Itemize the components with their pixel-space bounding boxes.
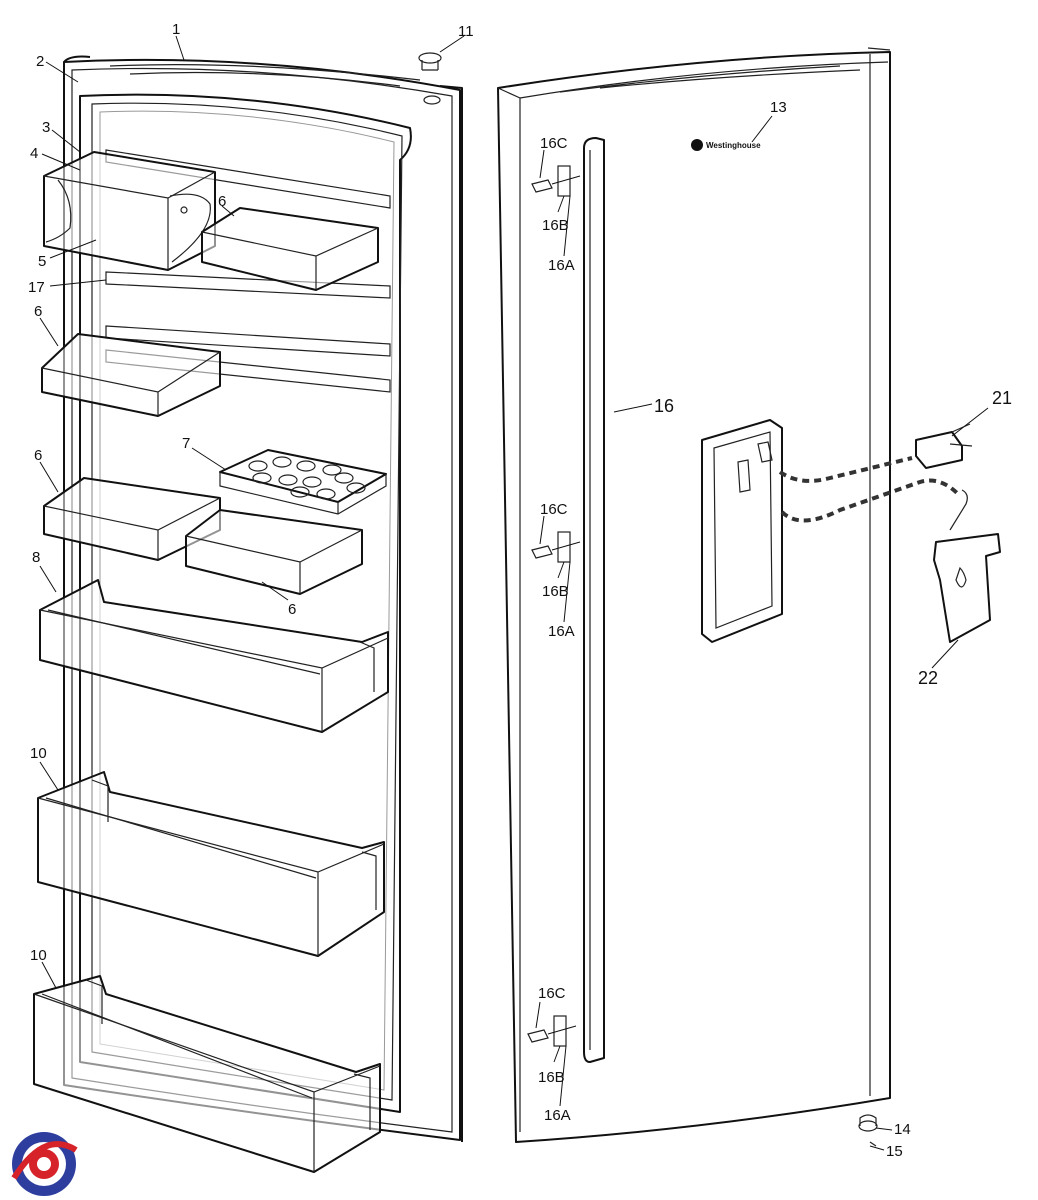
callout-6-left: 6: [34, 303, 42, 320]
egg-tray: [219, 449, 387, 515]
callout-16c-lower: 16C: [538, 985, 566, 1002]
callout-16b-lower: 16B: [538, 1069, 565, 1086]
leader-lines: [39, 35, 989, 1151]
callout-10-upper: 10: [30, 745, 47, 762]
callout-16c-middle: 16C: [540, 501, 568, 518]
callout-labels: 1 2 3 4 5 6 17 6 7 6 6 8 10 10 11 13 16C…: [28, 21, 1012, 1160]
callout-16b-upper: 16B: [542, 217, 569, 234]
callout-14: 14: [894, 1121, 911, 1138]
callout-6-middle-left: 6: [34, 447, 42, 464]
callout-16a-middle: 16A: [548, 623, 575, 640]
callout-16a-upper: 16A: [548, 257, 575, 274]
callout-1: 1: [172, 21, 180, 38]
brand-name: Westinghouse: [706, 141, 761, 150]
shelf-6-top-right: [201, 207, 379, 291]
callout-13: 13: [770, 99, 787, 116]
callout-6-middle-right: 6: [288, 601, 296, 618]
callout-8: 8: [32, 549, 40, 566]
callout-21: 21: [992, 388, 1012, 408]
callout-11: 11: [458, 23, 474, 40]
callout-22: 22: [918, 668, 938, 688]
shelf-6-left: [41, 333, 221, 417]
shelf-6-middle-left: [43, 477, 221, 561]
site-logo: [11, 1132, 78, 1196]
dispenser-switch-21: [915, 423, 973, 469]
callout-6-top: 6: [218, 193, 226, 210]
bottom-hinge-14: [858, 1114, 878, 1147]
handle-mount-middle: [531, 531, 581, 563]
callout-4: 4: [30, 145, 38, 162]
door-handle-16: [583, 137, 605, 1063]
callout-16c-upper: 16C: [540, 135, 568, 152]
callout-16: 16: [654, 396, 674, 416]
handle-mount-lower: [527, 1015, 577, 1047]
door-bin-10-lower: [33, 975, 381, 1173]
westinghouse-badge-13: Westinghouse: [691, 139, 761, 151]
door-outer-panel: [497, 47, 891, 1143]
callout-3: 3: [42, 119, 50, 136]
shelf-6-middle-right: [185, 509, 363, 595]
handle-mount-upper: [531, 165, 581, 197]
callout-16b-middle: 16B: [542, 583, 569, 600]
callout-16a-lower: 16A: [544, 1107, 571, 1124]
door-bin-8: [39, 579, 389, 733]
callout-7: 7: [182, 435, 190, 452]
callout-17: 17: [28, 279, 45, 296]
dispenser-bracket-22: [933, 489, 1001, 643]
callout-15: 15: [886, 1143, 903, 1160]
dispenser-wiring: [778, 456, 960, 523]
callout-10-lower: 10: [30, 947, 47, 964]
callout-5: 5: [38, 253, 46, 270]
callout-2: 2: [36, 53, 44, 70]
door-bin-10-upper: [37, 771, 385, 957]
dispenser-housing: [701, 419, 783, 643]
hinge-pin-11: [418, 52, 442, 105]
dairy-compartment: [43, 151, 216, 271]
